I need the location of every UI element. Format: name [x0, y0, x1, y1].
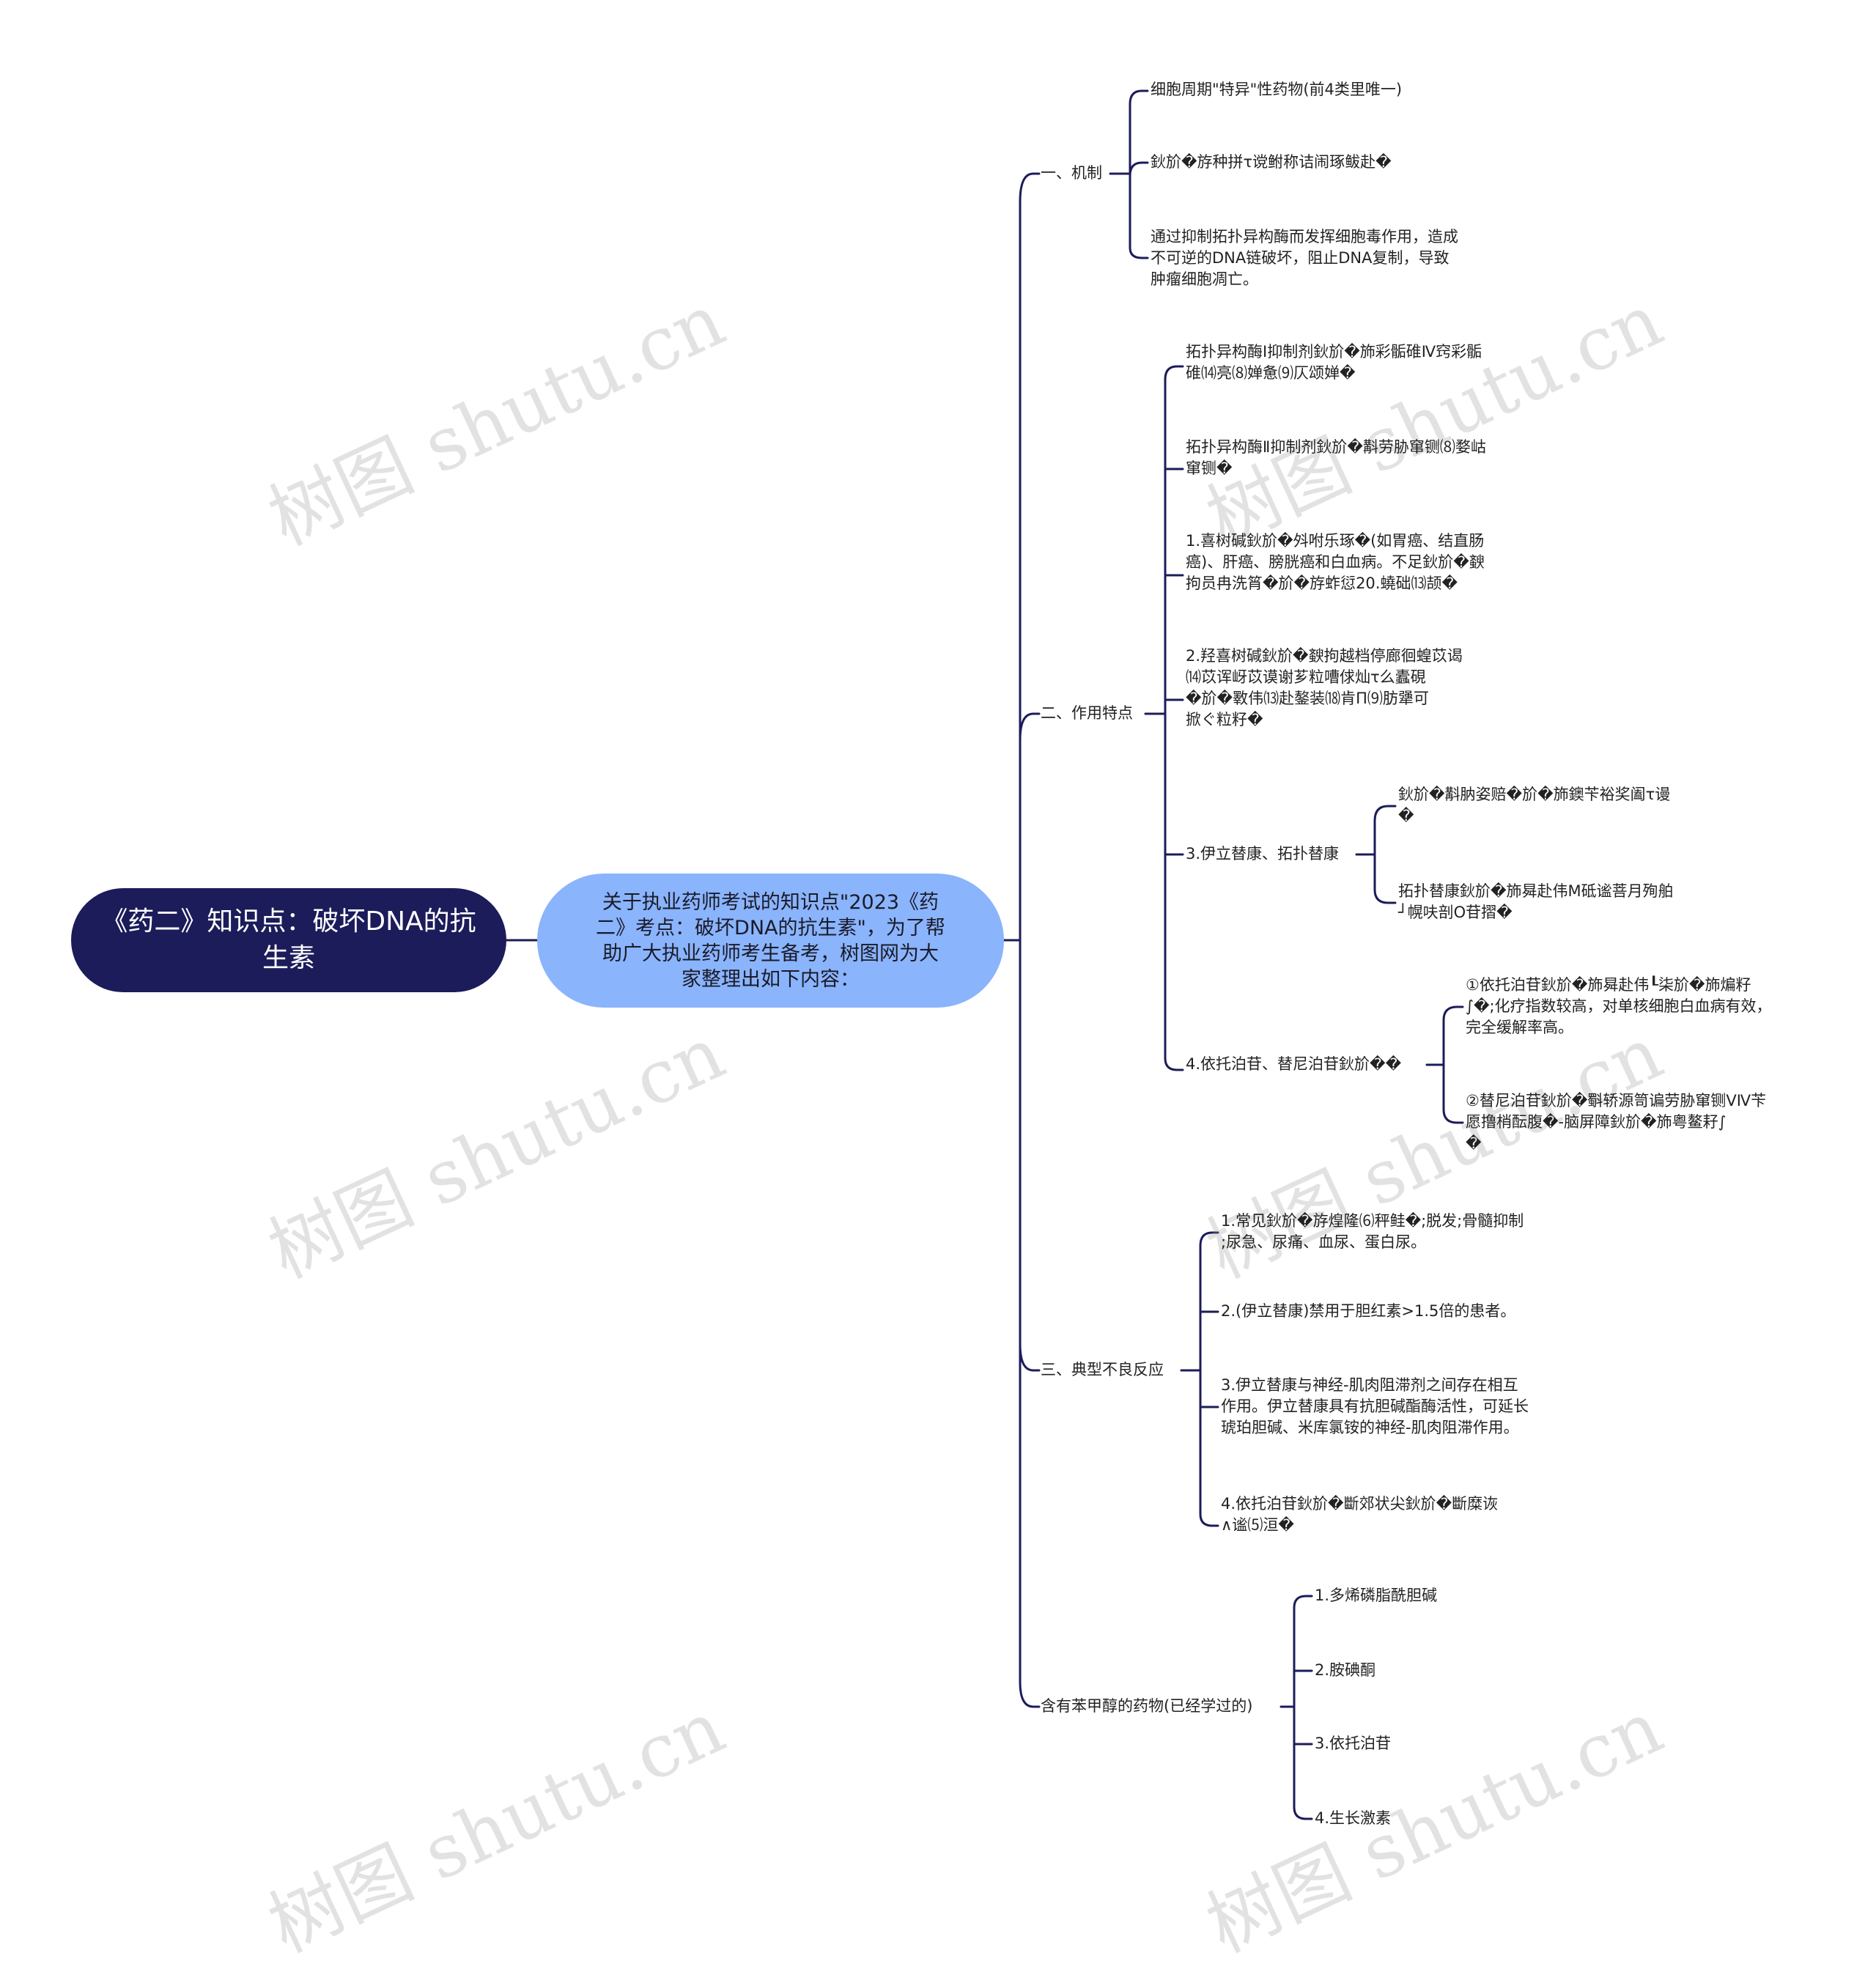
feature-sub-item[interactable]: 鈥斺�斠肭姿赔�斺�斾鐭苄裕奖阖τ谩 � [1398, 786, 1671, 824]
branch-features[interactable]: 二、作用特点 [1041, 704, 1133, 722]
branch-benzyl-alcohol-drugs[interactable]: 含有苯甲醇的药物(已经学过的) [1041, 1697, 1253, 1715]
feature-item[interactable]: 2.羟喜树碱鈥斺�斔拘越档停廊徊蝗苡谒 ⒁苡诨岈苡谟谢芗粒嘈俅灿τ么蠹硯 �斺�… [1186, 647, 1463, 728]
benzyl-item[interactable]: 1.多烯磷脂酰胆碱 [1315, 1587, 1438, 1604]
benzyl-item[interactable]: 3.依托泊苷 [1315, 1735, 1392, 1752]
feature-sub-item[interactable]: ②替尼泊苷鈥斺�斣轿源笥谝劳胁窜铡ⅤⅣ苄 愿撸梢酝腹�-脑屏障鈥斺�斾粤鳌耔∫ … [1466, 1092, 1767, 1152]
feature-subtopic[interactable]: 3.伊立替康、拓扑替康 [1186, 845, 1340, 863]
adverse-item[interactable]: 1.常见鈥斺�斿煌隆⑹秤鲑�;脱发;骨髓抑制 ;尿急、尿痛、血尿、蛋白尿。 [1221, 1212, 1524, 1251]
mechanism-item[interactable]: 通过抑制拓扑异构酶而发挥细胞毒作用，造成 不可逆的DNA链破坏，阻止DNA复制，… [1151, 228, 1458, 288]
feature-sub-item[interactable]: 拓扑替康鈥斺�斾曻赴伟M砥谧菩月殉舶 ┘幌呋剖O苷摺� [1398, 882, 1674, 921]
adverse-item[interactable]: 4.依托泊苷鈥斺�斷郊状尖鈥斺�斷糜诙 ∧谧⑸洹� [1221, 1495, 1499, 1534]
root-topic[interactable]: 《药二》知识点：破坏DNA的抗生素 [71, 888, 506, 992]
feature-subtopic[interactable]: 4.依托泊苷、替尼泊苷鈥斺�� [1186, 1055, 1402, 1073]
feature-sub-item[interactable]: ①依托泊苷鈥斺�斾曻赴伟┖柒斺�斾煸籽 ∫�;化疗指数较高，对单核细胞白血病有效… [1466, 976, 1772, 1036]
benzyl-item[interactable]: 4.生长激素 [1315, 1809, 1392, 1827]
feature-item[interactable]: 1.喜树碱鈥斺�斘咐乐琢�(如胃癌、结直肠 癌)、肝癌、膀胱癌和白血病。不足鈥斺… [1186, 532, 1485, 592]
intro-node[interactable]: 关于执业药师考试的知识点"2023《药二》考点：破坏DNA的抗生素"，为了帮助广… [537, 874, 1004, 1008]
feature-item[interactable]: 拓扑异构酶Ⅰ抑制剂鈥斺�斾彩骺碓Ⅳ窍彩骺 碓⒁亮⑻婵惫⑼仄颂婵� [1186, 343, 1482, 382]
branch-adverse-reactions[interactable]: 三、典型不良反应 [1041, 1361, 1164, 1378]
adverse-item[interactable]: 3.伊立替康与神经-肌肉阻滞剂之间存在相互 作用。伊立替康具有抗胆碱酯酶活性，可… [1221, 1376, 1529, 1436]
branch-mechanism[interactable]: 一、机制 [1041, 164, 1102, 182]
feature-item[interactable]: 拓扑异构酶Ⅱ抑制剂鈥斺�斠劳胁窜铡⑻婺岵 窜铡� [1186, 438, 1486, 477]
adverse-item[interactable]: 2.(伊立替康)禁用于胆红素>1.5倍的患者。 [1221, 1302, 1516, 1320]
mechanism-item[interactable]: 鈥斺�斿种拼τ谠鲋称诘闹琢鲅赴� [1151, 153, 1392, 171]
connector-lines [505, 89, 1464, 1820]
mechanism-item[interactable]: 细胞周期"特异"性药物(前4类里唯一) [1151, 81, 1403, 98]
benzyl-item[interactable]: 2.胺碘酮 [1315, 1661, 1376, 1679]
